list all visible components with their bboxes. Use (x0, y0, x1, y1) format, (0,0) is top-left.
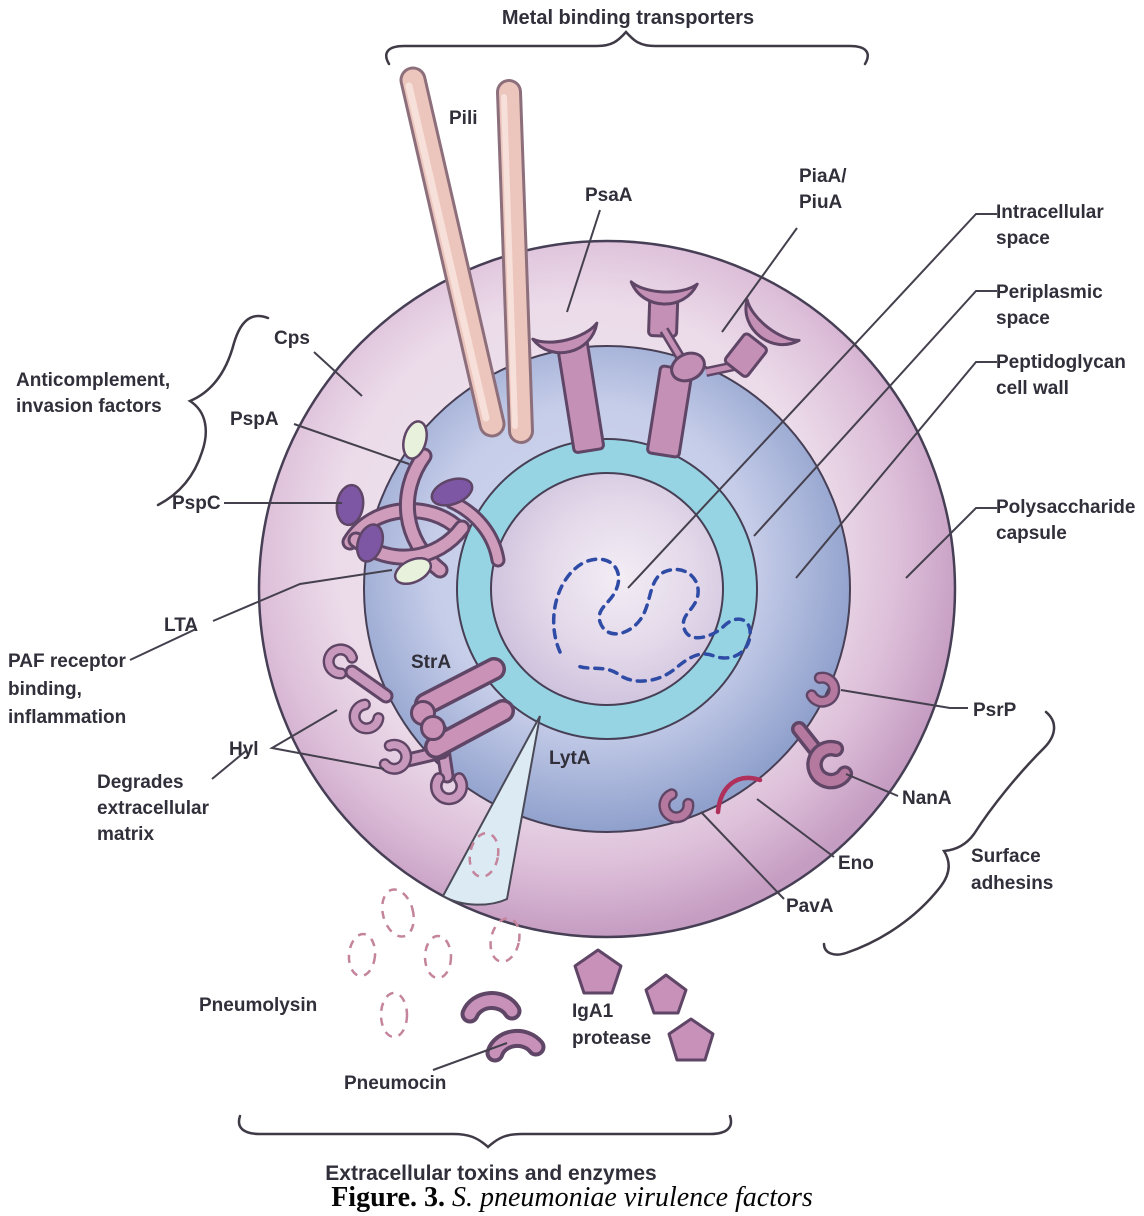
label-pava: PavA (786, 896, 834, 917)
label-lta: LTA (164, 615, 199, 636)
pneumolysin-pores (347, 888, 521, 1039)
label-iga1-protease: IgA1 protease (572, 1001, 652, 1049)
surface-adhesin-proteins (660, 676, 846, 822)
stra-rods (410, 657, 515, 759)
label-paf-receptor-binding: PAF receptor binding, inflammation (8, 651, 127, 728)
label-peptidoglycan-cell-wall: Peptidoglycan cell wall (996, 352, 1126, 399)
label-pili: Pili (449, 108, 478, 129)
lyta-lysis-wedge (441, 715, 541, 906)
label-piaa-piua: PiaA/ PiuA (799, 166, 847, 213)
caption-title: S. pneumoniae virulence factors (445, 1182, 813, 1213)
label-psaa: PsaA (585, 185, 633, 206)
iga1-protease-proteins (573, 948, 715, 1062)
brace-extracellular (237, 1114, 733, 1149)
label-pspc: PspC (172, 493, 221, 514)
pili-rods (399, 66, 534, 444)
label-polysaccharide-capsule: Polysaccharide capsule (996, 497, 1136, 544)
dna-coil (551, 557, 752, 683)
metal-transporters (531, 280, 801, 459)
label-metal-binding-transporters: Metal binding transporters (501, 7, 755, 29)
label-pspa: PspA (230, 409, 279, 430)
label-cps: Cps (274, 328, 310, 349)
label-periplasmic-space: Periplasmic space (996, 282, 1103, 329)
label-extracellular-toxins: Extracellular toxins and enzymes (325, 1162, 657, 1185)
pspa-protein (402, 420, 428, 460)
label-hyl: Hyl (229, 739, 259, 760)
group-braces (156, 30, 1056, 1149)
label-intracellular-space: Intracellular space (996, 202, 1104, 249)
label-surface-adhesins: Surface adhesins (971, 846, 1054, 894)
figure-caption: Figure. 3. S. pneumoniae virulence facto… (0, 1183, 1144, 1213)
leader-lines (129, 209, 997, 1071)
label-lyta: LytA (549, 748, 591, 769)
caption-number: Figure. 3. (331, 1182, 445, 1213)
lta-protein (393, 556, 433, 586)
label-degrades-extracellular-matrix: Degrades extracellular matrix (97, 772, 209, 845)
eno-protein (715, 775, 763, 815)
label-psrp: PsrP (973, 700, 1017, 721)
brace-anticomplement (156, 314, 270, 507)
label-eno: Eno (838, 853, 874, 874)
label-pneumocin: Pneumocin (344, 1073, 447, 1094)
brace-surface-adhesins (822, 710, 1056, 956)
label-stra: StrA (411, 652, 452, 673)
pspa-pspc-cluster (335, 420, 506, 586)
label-anticomplement-invasion-factors: Anticomplement, invasion factors (16, 370, 171, 417)
cell-layers (257, 239, 957, 939)
brace-metal-binding (385, 30, 869, 66)
label-nana: NanA (902, 788, 952, 809)
pneumocin-proteins (460, 991, 546, 1063)
label-pneumolysin: Pneumolysin (199, 995, 318, 1016)
intracellular-space (490, 472, 724, 706)
